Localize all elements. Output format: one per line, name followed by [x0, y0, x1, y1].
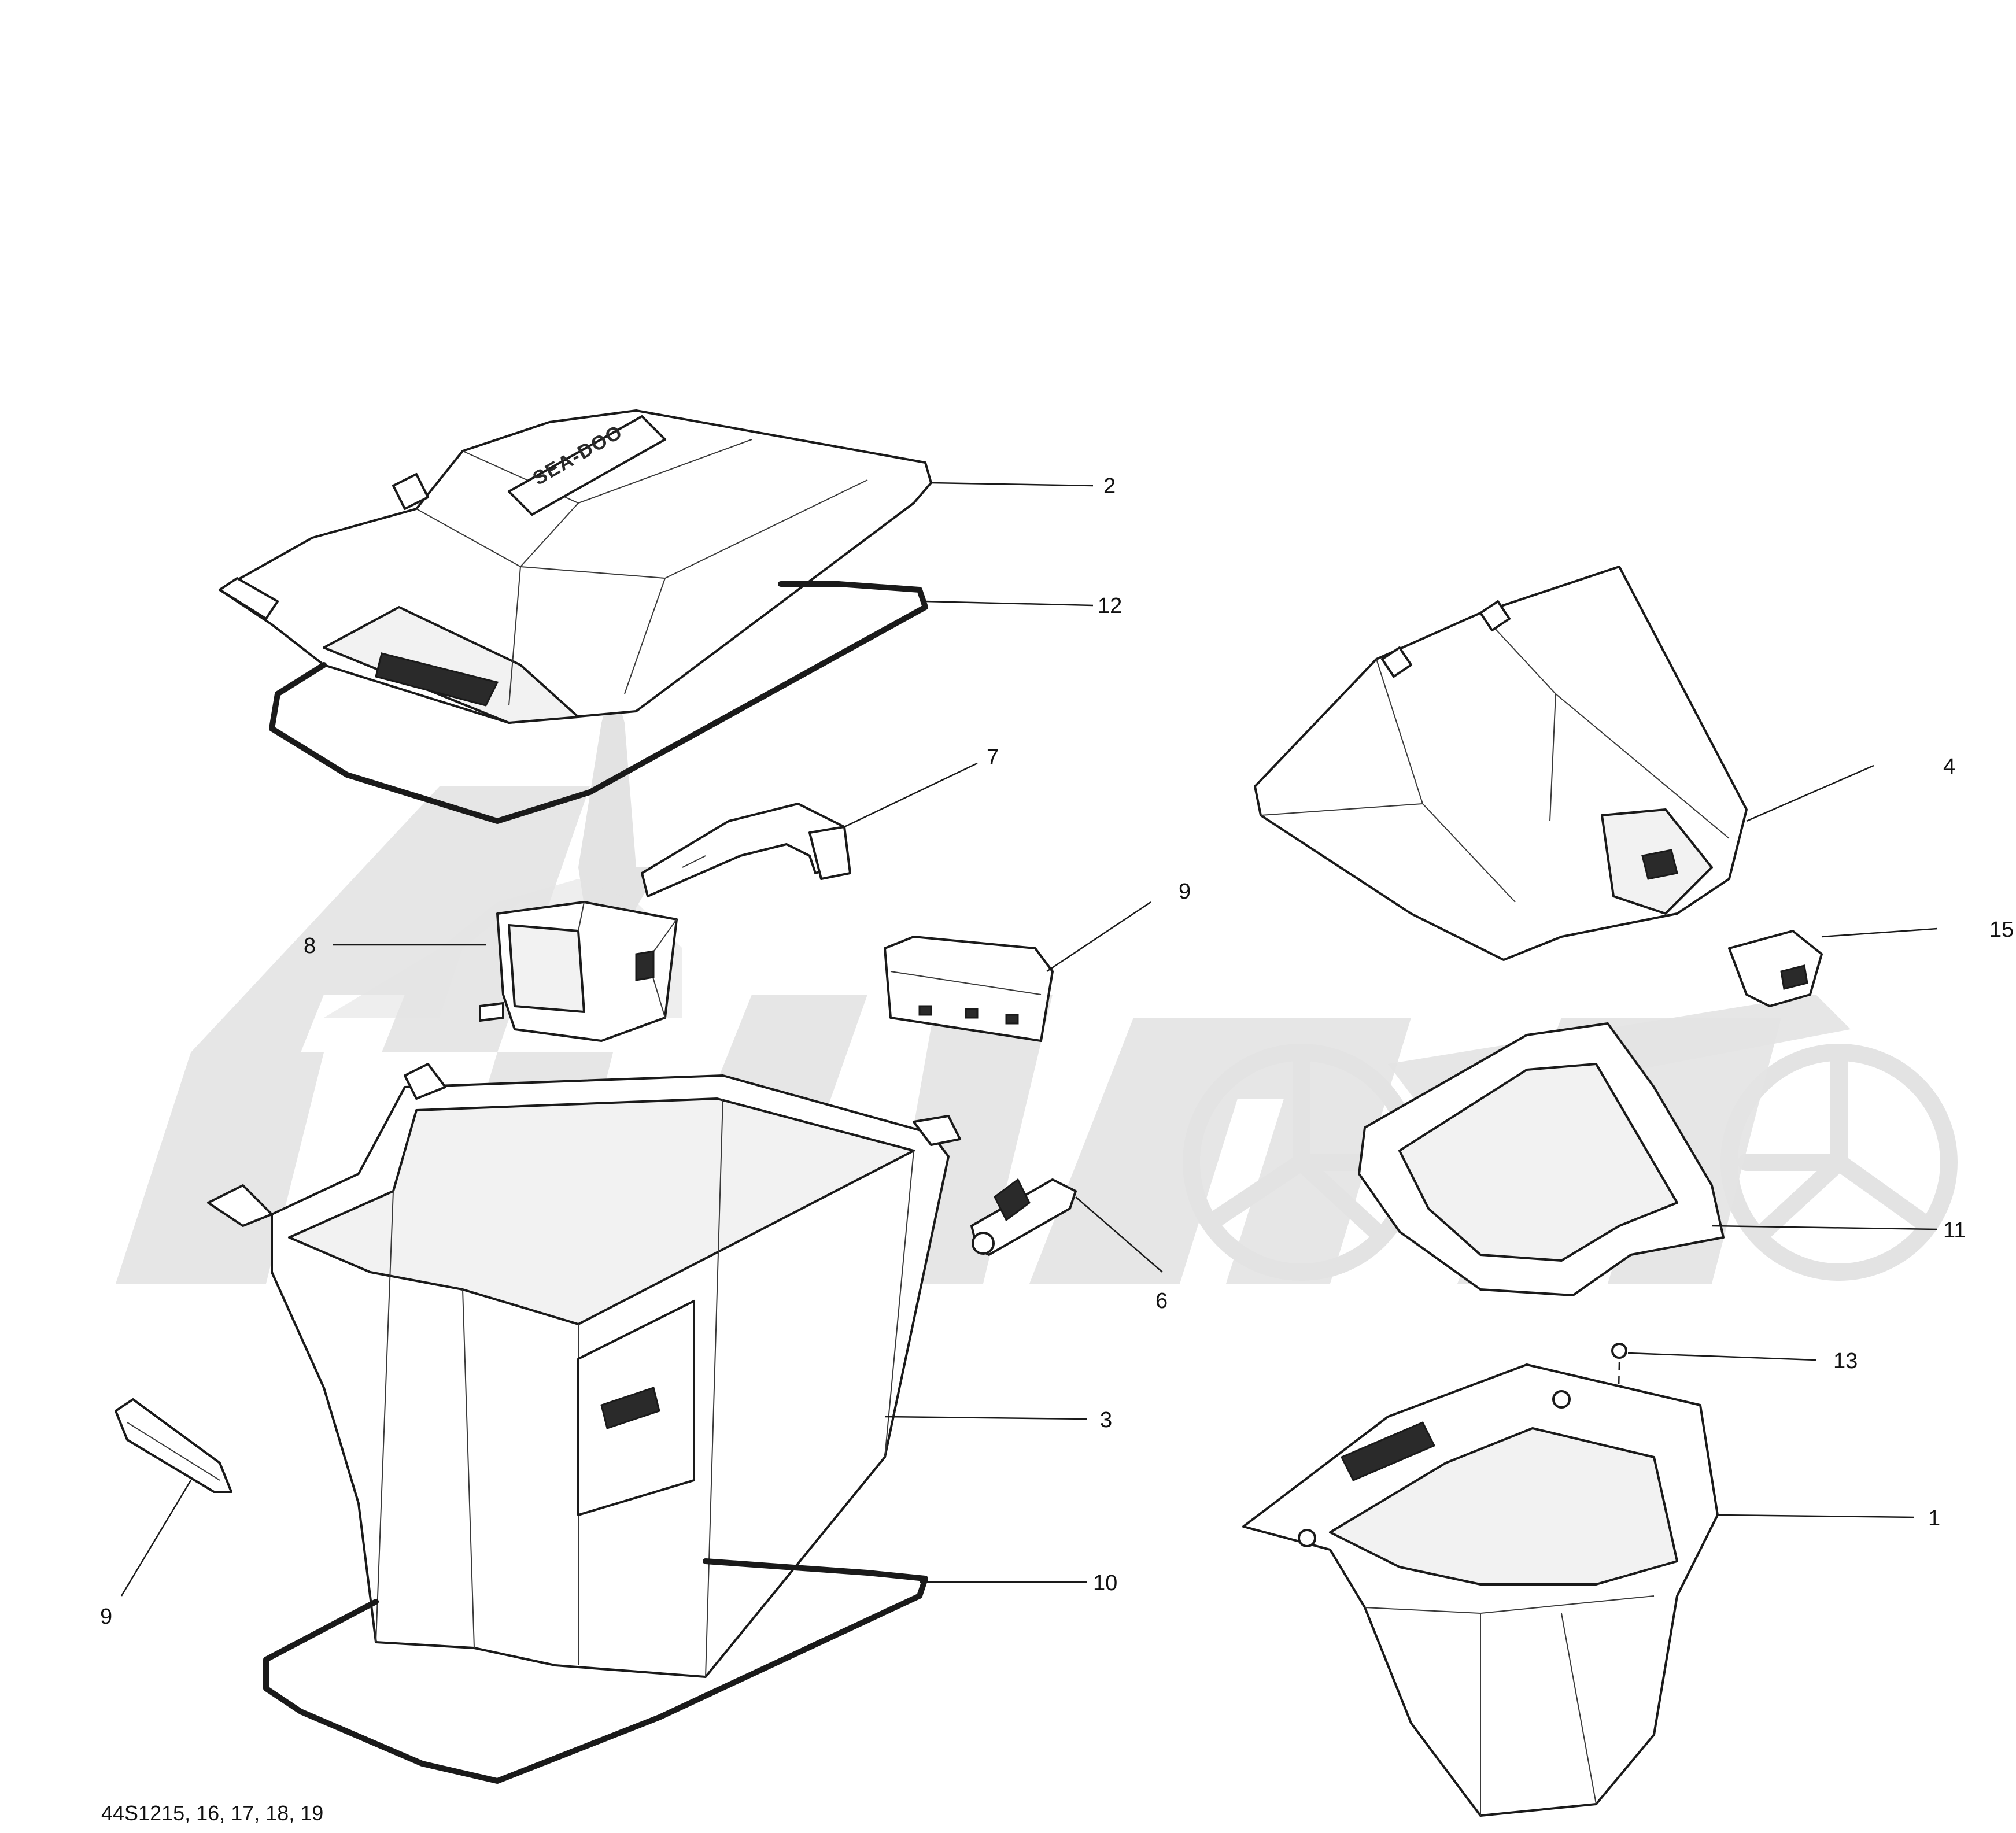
callout-8: 8: [304, 934, 316, 958]
callout-10: 10: [1093, 1571, 1117, 1595]
callout-6: 6: [1155, 1289, 1168, 1313]
callout-15: 15: [1989, 918, 2014, 942]
callout-9-upper: 9: [1179, 879, 1191, 904]
callout-4: 4: [1943, 755, 1955, 779]
callout-3: 3: [1100, 1408, 1112, 1432]
latch-housing-part: [479, 901, 678, 1042]
callout-11: 11: [1943, 1218, 1966, 1243]
callout-7: 7: [987, 745, 999, 770]
leader-lines: [120, 482, 1938, 1597]
glove-box-cover-part: [1254, 566, 1748, 961]
bin-seal-part: [263, 1558, 928, 1784]
callout-13: 13: [1833, 1349, 1858, 1373]
callout-9-lower: 9: [100, 1605, 112, 1629]
callout-2: 2: [1103, 474, 1116, 498]
drawing-code: 44S1215, 16, 17, 18, 19: [101, 1801, 323, 1825]
lid-seal-part: [269, 581, 928, 824]
storage-bin-part: [207, 1063, 961, 1678]
callout-12: 12: [1098, 594, 1122, 618]
strap-part: [641, 803, 851, 897]
glove-box-part: [1242, 1363, 1719, 1817]
callout-1: 1: [1928, 1506, 1940, 1531]
lid-part: SEA-DOO: [219, 409, 932, 724]
hinge-cover-part-lower: [115, 1398, 232, 1493]
hinge-part: [970, 1178, 1077, 1256]
glove-box-seal-part: [1358, 1022, 1725, 1296]
callouts: 2 12 7 8 9 6 3 10 9 4 15 11 13 1: [100, 474, 2014, 1629]
handle-part: [1728, 930, 1823, 1007]
hinge-cover-part-upper: [884, 936, 1054, 1042]
